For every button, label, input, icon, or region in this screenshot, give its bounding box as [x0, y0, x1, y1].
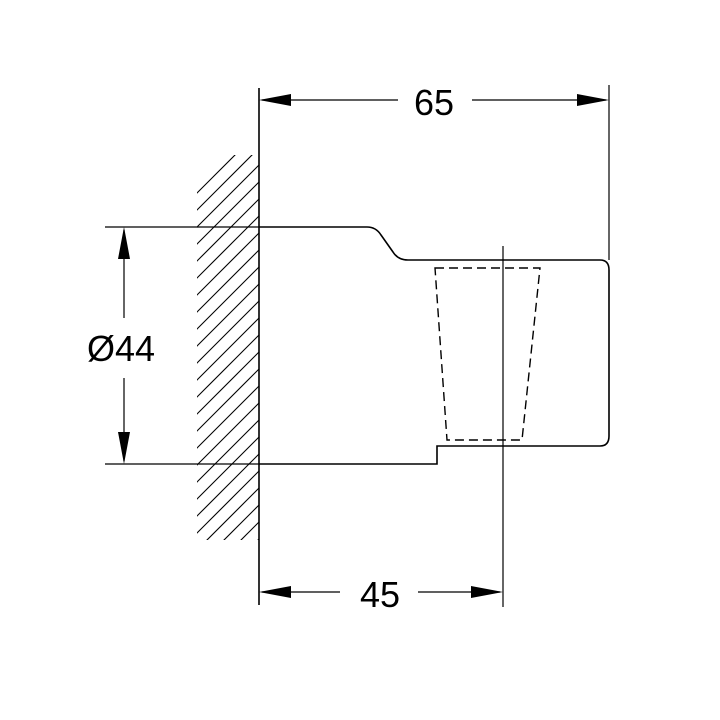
hatch-line [197, 300, 259, 364]
hatch-line [223, 504, 259, 540]
hatch-line [197, 232, 259, 296]
hatch-line [197, 181, 259, 245]
dimension-45: 45 [259, 574, 503, 615]
hatch-line [197, 317, 259, 381]
hatch-line [197, 155, 253, 211]
wall-hatching [180, 155, 280, 686]
hatch-line [197, 198, 259, 262]
dimension-45-label: 45 [360, 574, 400, 615]
dimension-d44-label: Ø44 [87, 328, 155, 369]
hidden-cone [434, 267, 541, 441]
hatch-line [197, 266, 259, 330]
hatch-line [197, 164, 259, 228]
hatch-line [197, 402, 259, 466]
hatch-line [257, 538, 259, 540]
hatch-line [197, 368, 259, 432]
hatch-line [206, 487, 259, 540]
hatch-line [197, 385, 259, 449]
hatch-line [197, 155, 236, 194]
dimension-65: 65 [259, 82, 609, 123]
hatch-line [197, 334, 259, 398]
hatch-line [197, 419, 259, 483]
hatch-line [180, 552, 280, 652]
hatch-line [197, 283, 259, 347]
hatch-line [197, 453, 259, 517]
hatch-line [180, 586, 280, 686]
dimension-d44: Ø44 [87, 227, 155, 464]
hatch-line [180, 535, 280, 635]
hatch-line [197, 215, 259, 279]
hatch-line [197, 351, 259, 415]
dimension-65-label: 65 [414, 82, 454, 123]
hatch-line [197, 436, 259, 500]
holder-outline [259, 226, 610, 465]
hatch-line [197, 249, 259, 313]
hatch-line [240, 521, 259, 540]
hatch-line [197, 470, 259, 534]
hatch-line [180, 569, 280, 669]
